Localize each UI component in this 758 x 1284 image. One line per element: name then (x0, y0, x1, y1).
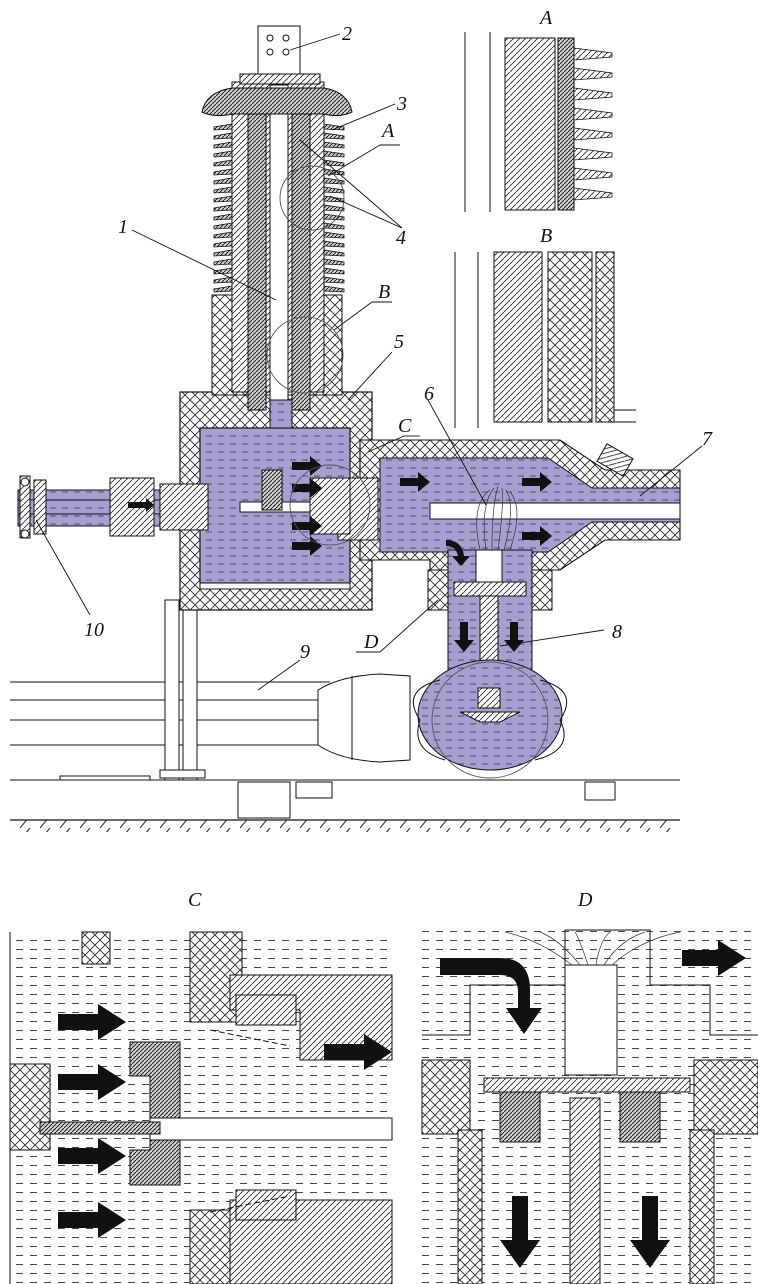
inset-a-fin (573, 107, 613, 121)
callout-7: 7 (702, 428, 713, 450)
inset-a-fin (573, 67, 613, 81)
detail-circles (266, 165, 549, 779)
shed-right (323, 141, 345, 149)
inset-a-fin (573, 147, 613, 161)
callout-6: 6 (424, 383, 434, 405)
shed-left (213, 285, 233, 293)
callout-5: 5 (394, 331, 404, 353)
inset-a-fin (573, 187, 613, 201)
callout-labels: 2 3 A 4 1 B 5 6 C 7 8 D 9 10 A B C D (84, 7, 713, 911)
marker-b: B (378, 281, 390, 303)
shed-right (323, 204, 345, 212)
shed-right (323, 213, 345, 221)
inset-a-title: A (538, 7, 553, 29)
inset-b-title: B (540, 225, 552, 247)
marker-a: A (380, 120, 395, 142)
pump-volute (412, 659, 568, 771)
shed-left (213, 150, 233, 158)
shed-left (213, 249, 233, 257)
shed-left (213, 276, 233, 284)
callout-9: 9 (300, 641, 310, 663)
inset-a-fins (573, 47, 613, 201)
shed-left (213, 258, 233, 266)
marker-d: D (363, 631, 379, 653)
shed-right (323, 222, 345, 230)
shed-left (213, 177, 233, 185)
shed-right (323, 132, 345, 140)
shed-right (323, 285, 345, 293)
detail-d-fibers (504, 931, 681, 966)
shed-right (323, 267, 345, 275)
inset-a-fin (573, 87, 613, 101)
detail-c (9, 931, 393, 1284)
shed-right (323, 177, 345, 185)
callout-1: 1 (118, 216, 128, 238)
shed-left (213, 168, 233, 176)
inlet-pipe-10 (17, 475, 209, 539)
inset-a-fin (573, 167, 613, 181)
insulator-sheds (213, 123, 345, 293)
inset-a-fin (573, 127, 613, 141)
bushing-column (211, 81, 343, 429)
shed-right (323, 123, 345, 131)
shed-left (213, 186, 233, 194)
shed-left (213, 123, 233, 131)
callout-8: 8 (612, 621, 622, 643)
shed-right (323, 249, 345, 257)
outlet-duct-7 (337, 439, 681, 571)
shed-right (323, 231, 345, 239)
fiber-bundle-6 (476, 485, 518, 551)
detail-d-arrows (440, 940, 746, 1268)
callout-3: 3 (396, 93, 407, 115)
detail-c-title: C (188, 889, 202, 911)
detail-c-arrows (58, 1004, 392, 1238)
shed-right (323, 240, 345, 248)
shed-right (323, 258, 345, 266)
shed-right (323, 150, 345, 158)
inset-a (464, 32, 613, 212)
detail-d-title: D (577, 889, 593, 911)
shed-left (213, 222, 233, 230)
shed-left (213, 240, 233, 248)
shed-left (213, 195, 233, 203)
floor-hatching (10, 820, 680, 832)
shed-left (213, 159, 233, 167)
shed-left (213, 141, 233, 149)
detail-d (421, 929, 758, 1284)
main-view (10, 25, 703, 832)
shed-left (213, 204, 233, 212)
inset-b (454, 251, 636, 428)
shed-right (323, 186, 345, 194)
leader-lines (35, 33, 703, 691)
callout-4: 4 (396, 227, 406, 249)
shed-left (213, 132, 233, 140)
callout-10: 10 (84, 619, 104, 641)
shed-left (213, 213, 233, 221)
callout-2: 2 (342, 23, 352, 45)
top-cap (201, 87, 353, 117)
inset-a-fin (573, 47, 613, 61)
shed-right (323, 276, 345, 284)
flow-arrows (128, 456, 552, 652)
marker-c: C (398, 415, 412, 437)
shed-left (213, 231, 233, 239)
